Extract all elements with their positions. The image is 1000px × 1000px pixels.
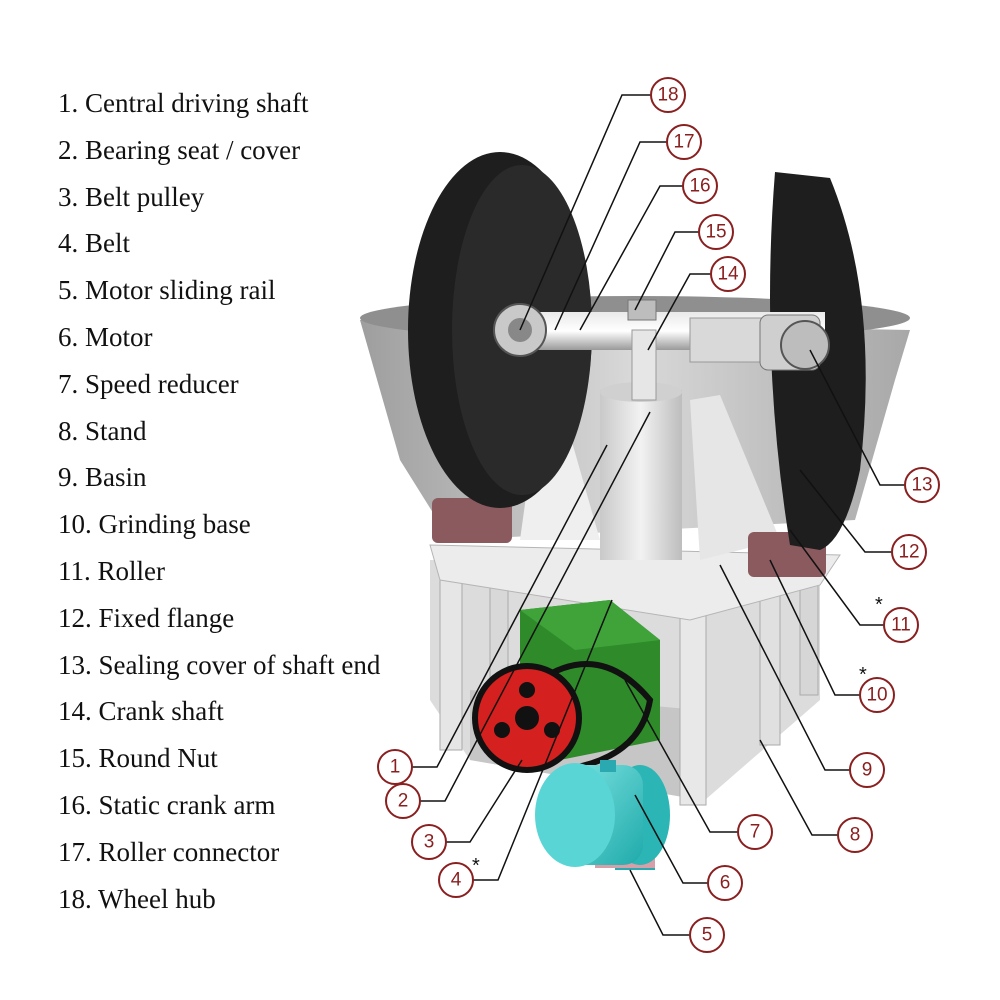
legend-item: 9. Basin xyxy=(58,462,147,493)
svg-text:18: 18 xyxy=(657,85,678,106)
legend-item: 7. Speed reducer xyxy=(58,368,239,399)
callout: 6 xyxy=(707,865,743,901)
callout: 2 xyxy=(385,783,421,819)
crank-assembly xyxy=(493,299,830,401)
svg-text:*: * xyxy=(472,855,480,877)
svg-text:4: 4 xyxy=(451,870,462,891)
parts-legend: 1. Central driving shaft 2. Bearing seat… xyxy=(58,80,380,922)
legend-item: 11. Roller xyxy=(58,555,165,586)
callout: 3 xyxy=(411,824,447,860)
grinding-base-left xyxy=(432,498,512,543)
svg-text:12: 12 xyxy=(898,542,919,563)
svg-text:2: 2 xyxy=(398,791,409,812)
legend-item: 12. Fixed flange xyxy=(58,602,235,633)
svg-text:17: 17 xyxy=(673,132,694,153)
legend-item: 6. Motor xyxy=(58,321,153,352)
svg-text:3: 3 xyxy=(424,832,435,853)
svg-text:13: 13 xyxy=(911,475,932,496)
svg-text:7: 7 xyxy=(750,822,761,843)
callout: 11 * xyxy=(875,594,919,643)
legend-item: 2. Bearing seat / cover xyxy=(58,134,301,165)
callout: 16 xyxy=(682,168,718,204)
leader-lines xyxy=(412,94,905,936)
callout: 17 xyxy=(666,124,702,160)
callout: 8 xyxy=(837,817,873,853)
motor xyxy=(535,760,670,870)
svg-text:1: 1 xyxy=(390,757,401,778)
svg-text:9: 9 xyxy=(862,760,873,781)
svg-text:5: 5 xyxy=(702,925,713,946)
legend-item: 14. Crank shaft xyxy=(58,696,224,727)
legend-item: 8. Stand xyxy=(58,415,147,446)
legend-item: 3. Belt pulley xyxy=(58,181,205,212)
svg-text:6: 6 xyxy=(720,873,731,894)
callout: 18 xyxy=(650,77,686,113)
legend-item: 1. Central driving shaft xyxy=(58,88,309,118)
svg-text:15: 15 xyxy=(705,222,726,243)
belt xyxy=(538,661,654,773)
callout: 4 * xyxy=(438,855,480,898)
callout: 15 xyxy=(698,214,734,250)
central-column xyxy=(600,390,682,560)
callout: 1 xyxy=(377,749,413,785)
callout: 14 xyxy=(710,256,746,292)
legend-item: 4. Belt xyxy=(58,228,130,259)
callout: 13 xyxy=(904,467,940,503)
svg-text:10: 10 xyxy=(866,685,887,706)
callout: 10 * xyxy=(859,664,895,713)
callout: 9 xyxy=(849,752,885,788)
legend-item: 17. Roller connector xyxy=(58,836,280,867)
svg-text:14: 14 xyxy=(717,264,739,285)
legend-item: 15. Round Nut xyxy=(58,743,218,774)
callout: 12 xyxy=(891,534,927,570)
svg-text:*: * xyxy=(875,594,883,616)
legend-item: 18. Wheel hub xyxy=(58,883,216,914)
svg-text:16: 16 xyxy=(689,176,710,197)
legend-item: 5. Motor sliding rail xyxy=(58,275,276,306)
legend-item: 10. Grinding base xyxy=(58,509,251,540)
svg-text:8: 8 xyxy=(850,825,861,846)
svg-text:*: * xyxy=(859,664,867,686)
callout: 5 xyxy=(689,917,725,953)
legend-item: 16. Static crank arm xyxy=(58,789,276,820)
svg-text:11: 11 xyxy=(891,615,911,636)
callout: 7 xyxy=(737,814,773,850)
legend-item: 13. Sealing cover of shaft end xyxy=(58,649,381,680)
